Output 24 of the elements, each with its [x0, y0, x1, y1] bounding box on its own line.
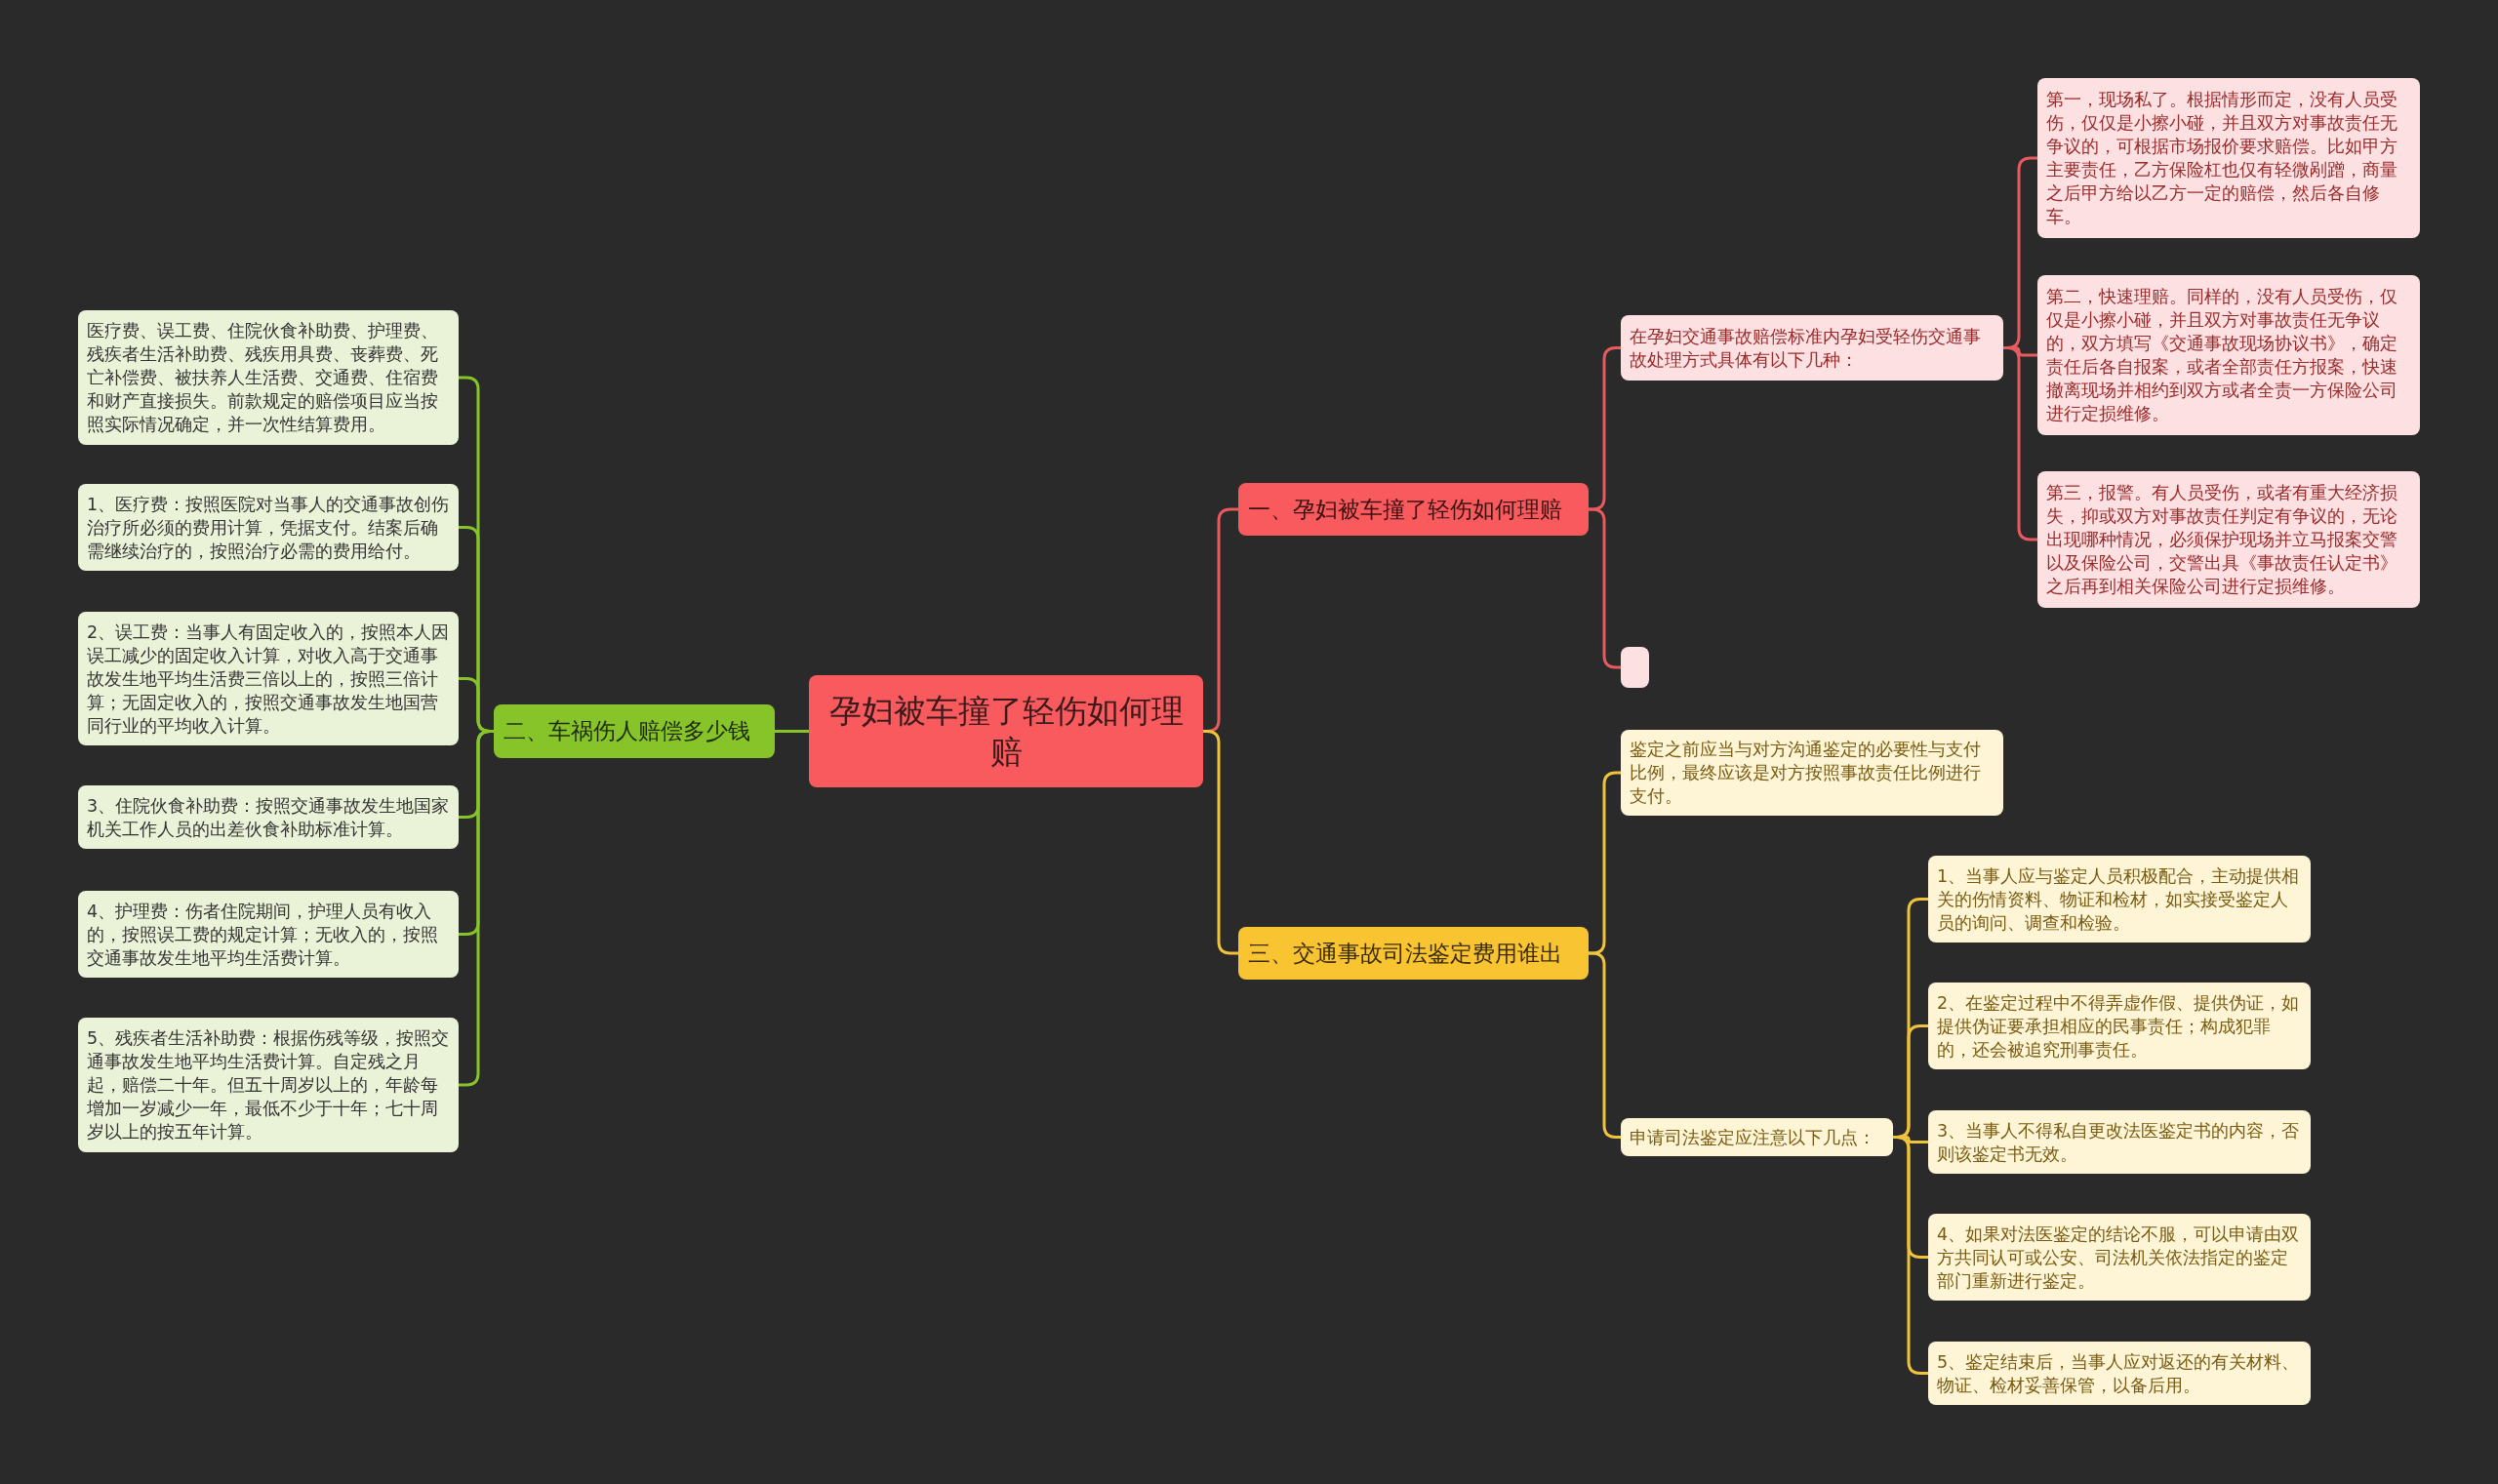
note-box: 5、残疾者生活补助费：根据伤残等级，按照交通事故发生地平均生活费计算。自定残之月起，赔偿二十年。但五十周岁以上的，年龄每增加一岁减少一年，最低不少于十年；七十周岁以上的按五年计算。	[78, 1018, 459, 1152]
note-box: 4、如果对法医鉴定的结论不服，可以申请由双方共同认可或公安、司法机关依法指定的鉴定部门重新进行鉴定。	[1928, 1214, 2311, 1301]
note-box: 2、误工费：当事人有固定收入的，按照本人因误工减少的固定收入计算，对收入高于交通事故发生地平均生活费三倍以上的，按照三倍计算；无固定收入的，按照交通事故发生地国营同行业的平均收入计算。	[78, 612, 459, 745]
connector-line	[775, 730, 809, 733]
branch-topic: 二、车祸伤人赔偿多少钱	[494, 704, 775, 758]
note-box: 5、鉴定结束后，当事人应对返还的有关材料、物证、检材妥善保管，以备后用。	[1928, 1342, 2311, 1405]
note-box: 在孕妇交通事故赔偿标准内孕妇受轻伤交通事故处理方式具体有以下几种：	[1621, 315, 2003, 381]
note-box: 3、当事人不得私自更改法医鉴定书的内容，否则该鉴定书无效。	[1928, 1110, 2311, 1174]
note-box: 申请司法鉴定应注意以下几点：	[1621, 1118, 1893, 1156]
note-box: 第三，报警。有人员受伤，或者有重大经济损失，抑或双方对事故责任判定有争议的，无论出现哪种情况，必须保护现场并立马报案交警以及保险公司，交警出具《事故责任认定书》之后再到相关保险公司进行定损维修。	[2037, 471, 2420, 608]
note-box: 第二，快速理赔。同样的，没有人员受伤，仅仅是小擦小碰，并且双方对事故责任无争议的，双方填写《交通事故现场协议书》，确定责任后各自报案，或者全部责任方报案，快速撤离现场并相约到双方或者全责一方保险公司进行定损维修。	[2037, 275, 2420, 435]
note-box: 2、在鉴定过程中不得弄虚作假、提供伪证，如提供伪证要承担相应的民事责任；构成犯罪的，还会被追究刑事责任。	[1928, 983, 2311, 1069]
central-topic: 孕妇被车撞了轻伤如何理赔	[809, 675, 1203, 787]
empty-box	[1621, 647, 1649, 688]
note-box: 第一，现场私了。根据情形而定，没有人员受伤，仅仅是小擦小碰，并且双方对事故责任无争议的，可根据市场报价要求赔偿。比如甲方主要责任，乙方保险杠也仅有轻微剐蹭，商量之后甲方给以乙方一定的赔偿，然后各自修车。	[2037, 78, 2420, 238]
note-box: 1、医疗费：按照医院对当事人的交通事故创伤治疗所必须的费用计算，凭据支付。结案后确需继续治疗的，按照治疗必需的费用给付。	[78, 484, 459, 571]
note-box: 3、住院伙食补助费：按照交通事故发生地国家机关工作人员的出差伙食补助标准计算。	[78, 785, 459, 849]
connector-line	[1203, 730, 1238, 955]
note-box: 1、当事人应与鉴定人员积极配合，主动提供相关的伤情资料、物证和检材，如实接受鉴定人员的询问、调查和检验。	[1928, 856, 2311, 943]
note-box: 医疗费、误工费、住院伙食补助费、护理费、残疾者生活补助费、残疾用具费、丧葬费、死亡补偿费、被扶养人生活费、交通费、住宿费和财产直接损失。前款规定的赔偿项目应当按照实际情况确定，并一次性结算费用。	[78, 310, 459, 445]
note-box: 鉴定之前应当与对方沟通鉴定的必要性与支付比例，最终应该是对方按照事故责任比例进行支付。	[1621, 730, 2003, 816]
branch-topic: 三、交通事故司法鉴定费用谁出	[1238, 927, 1589, 980]
branch-topic: 一、孕妇被车撞了轻伤如何理赔	[1238, 483, 1589, 536]
note-box: 4、护理费：伤者住院期间，护理人员有收入的，按照误工费的规定计算；无收入的，按照交通事故发生地平均生活费计算。	[78, 891, 459, 978]
